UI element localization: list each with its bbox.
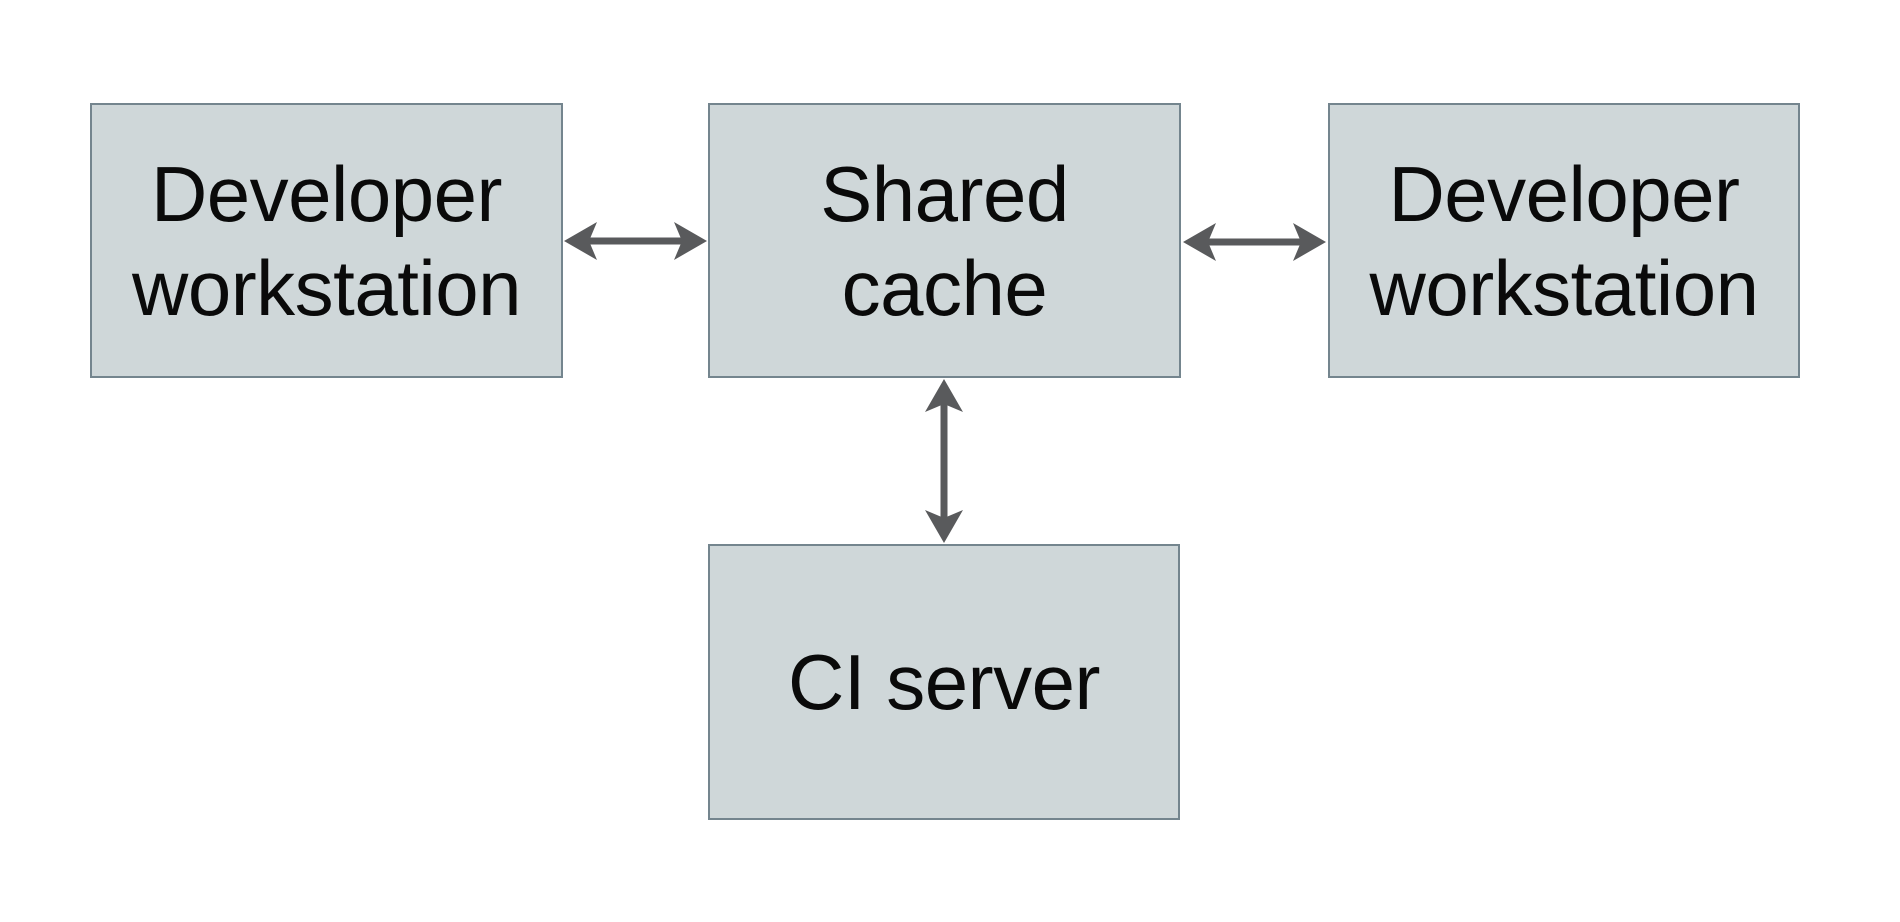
node-shared-cache-label: Shared cache xyxy=(820,149,1069,332)
node-developer-workstation-left: Developer workstation xyxy=(90,103,563,378)
node-ci-server: CI server xyxy=(708,544,1180,820)
node-ci-server-label: CI server xyxy=(788,638,1100,726)
node-developer-workstation-left-label: Developer workstation xyxy=(132,149,522,332)
bidirectional-arrow-right-icon xyxy=(1183,223,1326,261)
bidirectional-arrow-vertical-icon xyxy=(925,379,963,543)
node-shared-cache: Shared cache xyxy=(708,103,1181,378)
node-developer-workstation-right-label: Developer workstation xyxy=(1369,149,1760,332)
bidirectional-arrow-left-icon xyxy=(564,222,707,260)
node-developer-workstation-right: Developer workstation xyxy=(1328,103,1800,378)
